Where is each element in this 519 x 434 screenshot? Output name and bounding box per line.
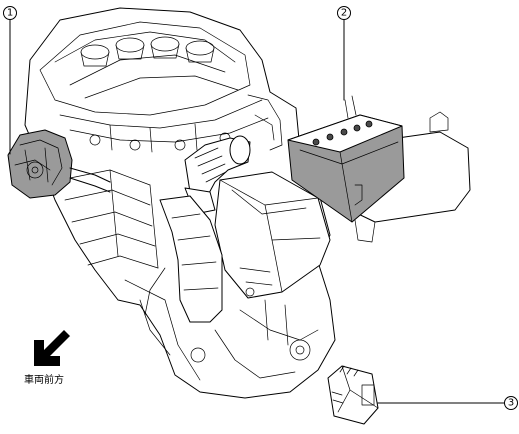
- battery-component: [287, 95, 471, 243]
- throttle-body-component: [7, 129, 111, 199]
- callout-1-number: 1: [7, 8, 13, 19]
- front-direction-label: 車両前方: [24, 373, 64, 386]
- callout-2: 2: [337, 6, 351, 20]
- control-module-component: [327, 365, 379, 425]
- callout-3: 3: [504, 396, 518, 410]
- air-cleaner-box: [214, 171, 331, 299]
- callout-3-number: 3: [508, 398, 514, 409]
- callout-2-number: 2: [341, 8, 347, 19]
- callout-1: 1: [3, 6, 17, 20]
- air-intake-hose: [184, 135, 251, 215]
- front-direction-arrow-icon: [34, 330, 72, 366]
- air-duct: [159, 195, 223, 323]
